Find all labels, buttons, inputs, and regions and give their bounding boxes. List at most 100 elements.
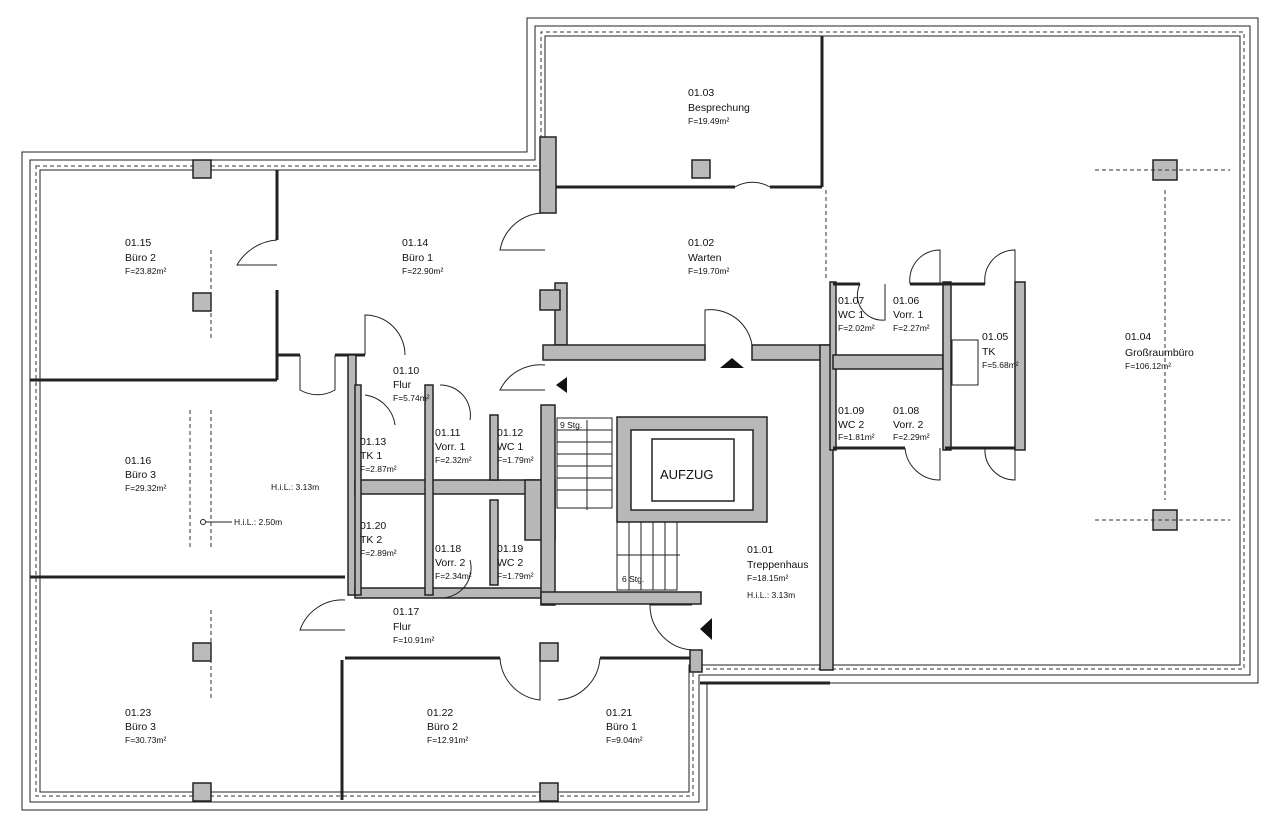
svg-text:F=2.02m²: F=2.02m² — [838, 323, 875, 333]
svg-text:F=18.15m²: F=18.15m² — [747, 573, 789, 583]
svg-text:F=12.91m²: F=12.91m² — [427, 735, 469, 745]
svg-text:Warten: Warten — [688, 252, 722, 264]
svg-text:Büro 2: Büro 2 — [427, 721, 458, 733]
staircase — [556, 417, 680, 591]
svg-text:F=19.70m²: F=19.70m² — [688, 266, 730, 276]
svg-text:Flur: Flur — [393, 621, 412, 633]
svg-text:F=1.79m²: F=1.79m² — [497, 455, 534, 465]
ceiling-height-label: H.i.L.: 3.13m — [271, 482, 319, 492]
svg-text:01.19: 01.19 — [497, 543, 523, 555]
ceiling-height-label-2: H.i.L.: 2.50m — [234, 517, 282, 527]
svg-text:Vorr. 2: Vorr. 2 — [435, 557, 466, 569]
svg-text:01.02: 01.02 — [688, 237, 714, 249]
svg-text:F=29.32m²: F=29.32m² — [125, 483, 167, 493]
svg-text:01.18: 01.18 — [435, 543, 461, 555]
svg-text:F=30.73m²: F=30.73m² — [125, 735, 167, 745]
svg-text:Büro 1: Büro 1 — [402, 252, 433, 264]
svg-text:WC 1: WC 1 — [497, 441, 523, 453]
svg-text:01.04: 01.04 — [1125, 331, 1151, 343]
svg-text:01.17: 01.17 — [393, 606, 419, 618]
svg-text:F=1.79m²: F=1.79m² — [497, 571, 534, 581]
svg-text:01.22: 01.22 — [427, 707, 453, 719]
svg-text:F=10.91m²: F=10.91m² — [393, 635, 435, 645]
svg-text:Büro 2: Büro 2 — [125, 252, 156, 264]
svg-text:Besprechung: Besprechung — [688, 102, 750, 114]
svg-text:01.14: 01.14 — [402, 237, 428, 249]
svg-text:01.10: 01.10 — [393, 365, 419, 377]
svg-text:01.16: 01.16 — [125, 455, 151, 467]
svg-text:Vorr. 2: Vorr. 2 — [893, 419, 924, 431]
room-01-09: 01.09 WC 2F=1.81m² — [838, 405, 875, 442]
svg-text:H.i.L.: 3.13m: H.i.L.: 3.13m — [747, 590, 795, 600]
doors — [236, 181, 1016, 701]
svg-text:F=19.49m²: F=19.49m² — [688, 116, 730, 126]
stairs-down-label: 6 Stg. — [622, 574, 644, 584]
svg-text:F=1.81m²: F=1.81m² — [838, 432, 875, 442]
svg-text:01.20: 01.20 — [360, 520, 386, 532]
room-01-07: 01.07 WC 1 F=2.02m² — [838, 295, 875, 333]
svg-text:01.15: 01.15 — [125, 237, 151, 249]
outer-wall — [21, 17, 1259, 811]
stairs-up-label: 9 Stg. — [560, 420, 582, 430]
svg-text:01.08: 01.08 — [893, 405, 919, 417]
svg-text:F=5.74m²: F=5.74m² — [393, 393, 430, 403]
svg-text:F=23.82m²: F=23.82m² — [125, 266, 167, 276]
room-01-20: 01.20 TK 2 F=2.89m² — [360, 520, 397, 558]
svg-text:Büro 3: Büro 3 — [125, 469, 156, 481]
svg-text:01.05: 01.05 — [982, 331, 1008, 343]
svg-text:Großraumbüro: Großraumbüro — [1125, 347, 1194, 359]
svg-text:01.09: 01.09 — [838, 405, 864, 417]
svg-text:01.11: 01.11 — [435, 427, 461, 439]
svg-text:WC 2: WC 2 — [838, 419, 864, 431]
svg-text:01.07: 01.07 — [838, 295, 864, 307]
svg-text:01.06: 01.06 — [893, 295, 919, 307]
svg-text:F=5.68m²: F=5.68m² — [982, 360, 1019, 370]
svg-text:Treppenhaus: Treppenhaus — [747, 559, 809, 571]
svg-text:F=2.27m²: F=2.27m² — [893, 323, 930, 333]
svg-text:01.03: 01.03 — [688, 87, 714, 99]
interior-walls — [30, 36, 1026, 800]
svg-text:01.12: 01.12 — [497, 427, 523, 439]
svg-text:01.01: 01.01 — [747, 544, 773, 556]
svg-text:Flur: Flur — [393, 379, 412, 391]
svg-text:F=2.89m²: F=2.89m² — [360, 548, 397, 558]
svg-text:Büro 1: Büro 1 — [606, 721, 637, 733]
svg-text:Vorr. 1: Vorr. 1 — [435, 441, 466, 453]
svg-text:Vorr. 1: Vorr. 1 — [893, 309, 924, 321]
svg-text:01.13: 01.13 — [360, 436, 386, 448]
svg-text:WC 2: WC 2 — [497, 557, 523, 569]
svg-text:Büro 3: Büro 3 — [125, 721, 156, 733]
svg-text:F=2.32m²: F=2.32m² — [435, 455, 472, 465]
svg-text:F=2.29m²: F=2.29m² — [893, 432, 930, 442]
svg-text:F=2.34m²: F=2.34m² — [435, 571, 472, 581]
svg-text:F=106.12m²: F=106.12m² — [1125, 361, 1171, 371]
svg-text:F=22.90m²: F=22.90m² — [402, 266, 444, 276]
room-01-12: 01.12 WC 1 F=1.79m² — [497, 427, 534, 465]
svg-text:TK: TK — [982, 346, 995, 358]
columns — [189, 159, 1230, 802]
room-01-19: 01.19 WC 2 F=1.79m² — [497, 543, 534, 581]
svg-text:TK 2: TK 2 — [360, 534, 382, 546]
annotations: AUFZUG 9 Stg. 6 Stg. H.i.L.: 3.13m H.i.L… — [200, 420, 713, 584]
svg-text:01.21: 01.21 — [606, 707, 632, 719]
svg-text:F=9.04m²: F=9.04m² — [606, 735, 643, 745]
svg-text:WC 1: WC 1 — [838, 309, 864, 321]
svg-text:01.23: 01.23 — [125, 707, 151, 719]
svg-text:F=2.87m²: F=2.87m² — [360, 464, 397, 474]
